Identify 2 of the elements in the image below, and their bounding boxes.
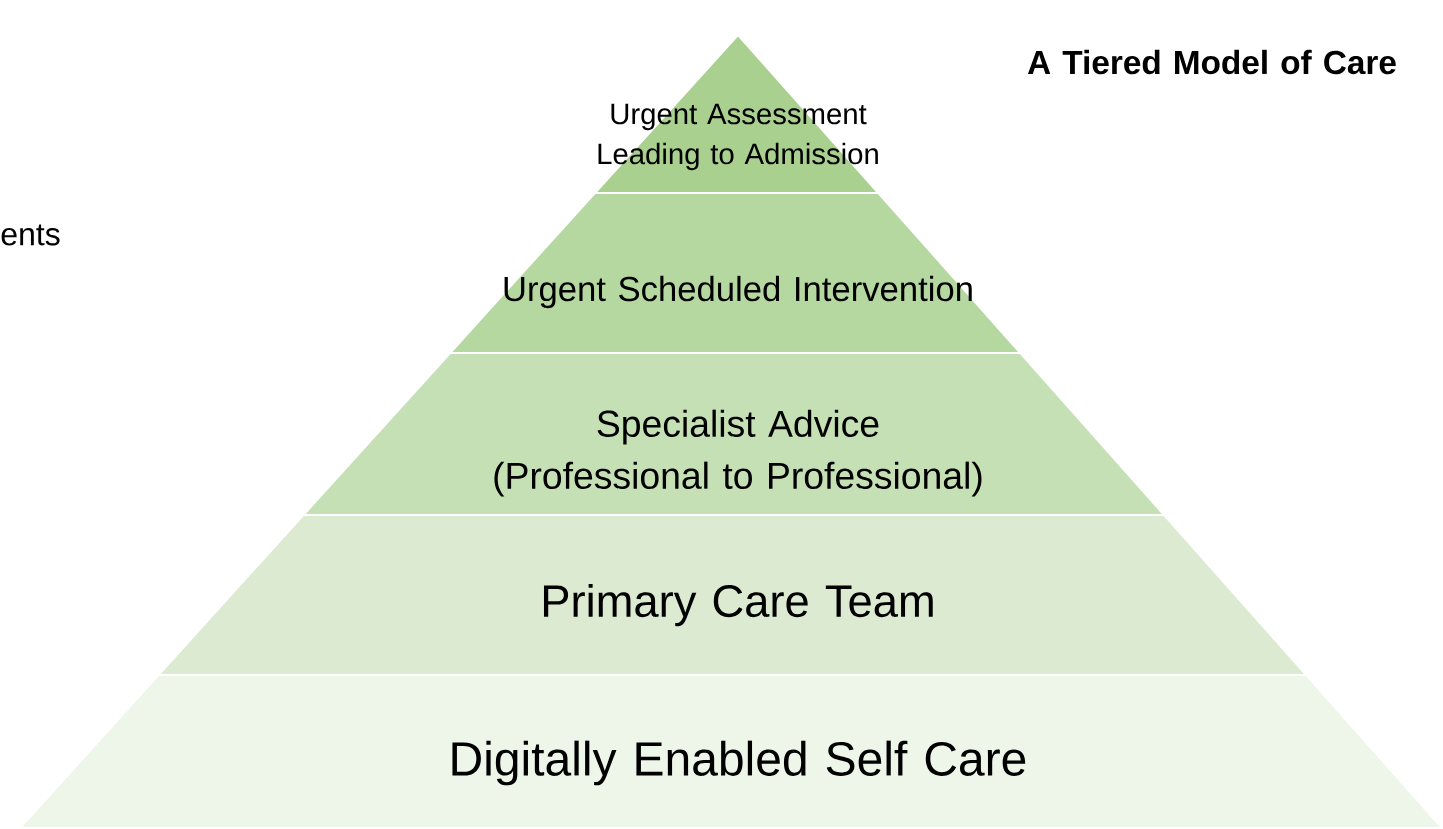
title: A Tiered Model of Care bbox=[1027, 49, 1396, 75]
label: ents bbox=[1, 224, 60, 246]
